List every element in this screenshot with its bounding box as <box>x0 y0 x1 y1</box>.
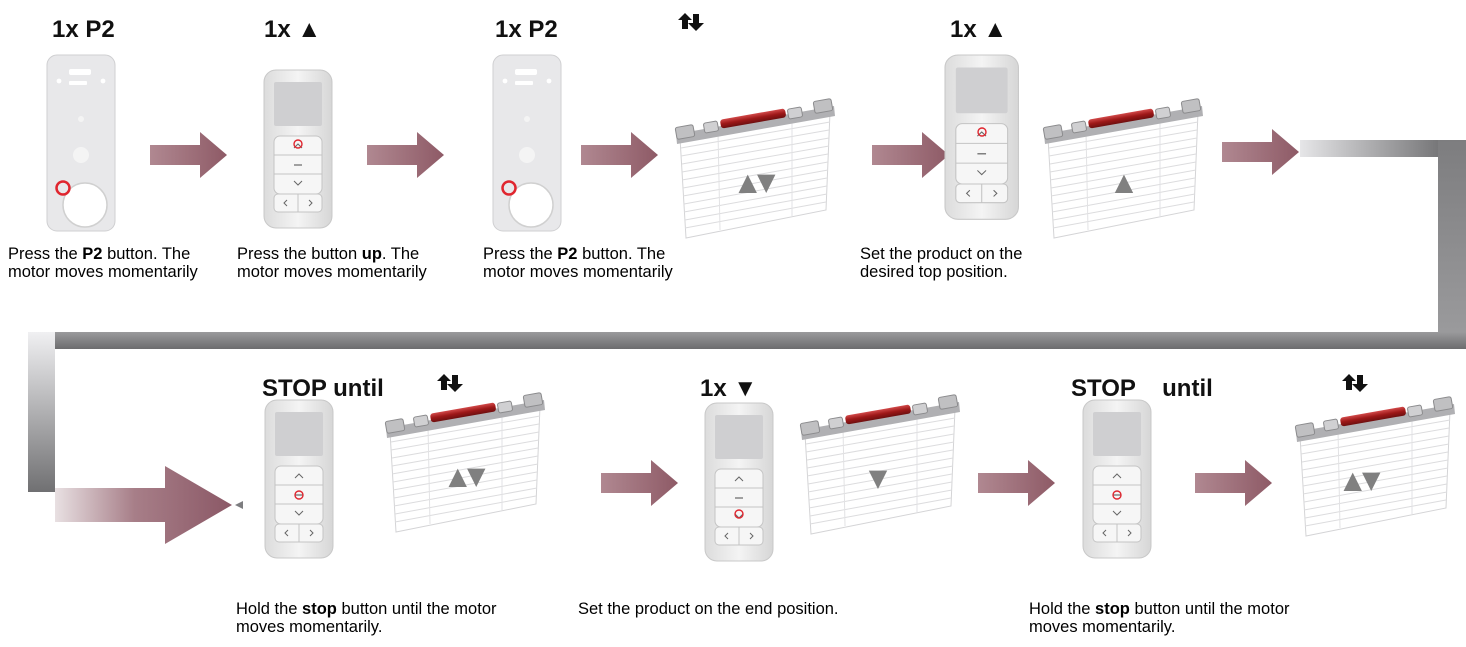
flow-arrow-icon <box>1195 460 1272 506</box>
connector-top-bar <box>1300 140 1438 157</box>
step-heading: 1x ▼ <box>700 375 758 402</box>
step-heading: 1x ▲ <box>264 16 322 43</box>
stop-button-highlight-icon <box>1112 490 1122 500</box>
blind-direction-glyph: ▲▼ <box>449 462 486 490</box>
step-caption: Hold the stop button until the motor mov… <box>236 600 497 636</box>
step-caption: Set the product on the desired top posit… <box>860 245 1023 281</box>
step-heading: STOP until <box>1071 375 1213 402</box>
step-caption: Set the product on the end position. <box>578 600 839 618</box>
step-heading: 1x ▲ <box>950 16 1008 43</box>
step-heading: 1x P2 <box>495 16 558 43</box>
up-down-arrows-icon <box>1342 374 1368 392</box>
up-button-highlight-icon <box>293 139 303 149</box>
remote-control-icon <box>263 69 333 229</box>
up-down-arrows-icon <box>437 374 463 392</box>
flow-arrow-icon <box>367 132 444 178</box>
step-caption: Hold the stop button until the motor mov… <box>1029 600 1290 636</box>
remote-back-p2-icon <box>491 53 563 233</box>
blind-direction-glyph: ▼ <box>869 464 888 492</box>
connector-middle-bar <box>28 332 1466 349</box>
step-caption: Press the P2 button. The motor moves mom… <box>483 245 673 281</box>
connector-right-post <box>1438 140 1466 332</box>
step-heading: STOP until <box>262 375 384 402</box>
big-flow-arrow <box>55 466 232 544</box>
flow-arrow-icon <box>581 132 658 178</box>
remote-control-icon <box>264 399 334 559</box>
remote-control-icon <box>1082 399 1152 559</box>
flow-arrow-icon <box>872 132 949 178</box>
blind-direction-glyph: ▲ <box>1115 168 1134 196</box>
flow-arrow-icon <box>150 132 227 178</box>
step-heading: 1x P2 <box>52 16 115 43</box>
down-button-highlight-icon <box>734 509 744 519</box>
stop-button-highlight-icon <box>294 490 304 500</box>
remote-control-icon <box>944 54 1020 220</box>
connector-left-post <box>28 332 55 492</box>
blind-direction-glyph: ▲▼ <box>1344 466 1381 494</box>
step-caption: Press the button up. The motor moves mom… <box>237 245 427 281</box>
remote-back-p2-icon <box>45 53 117 233</box>
flow-arrow-icon <box>1222 129 1299 175</box>
step-caption: Press the P2 button. The motor moves mom… <box>8 245 198 281</box>
arrow-tip-icon <box>235 501 243 509</box>
blind-direction-glyph: ▲▼ <box>739 168 776 196</box>
remote-control-icon <box>704 402 774 562</box>
up-down-arrows-icon <box>678 13 704 31</box>
flow-arrow-icon <box>601 460 678 506</box>
up-button-highlight-icon <box>977 127 987 137</box>
flow-arrow-icon <box>978 460 1055 506</box>
